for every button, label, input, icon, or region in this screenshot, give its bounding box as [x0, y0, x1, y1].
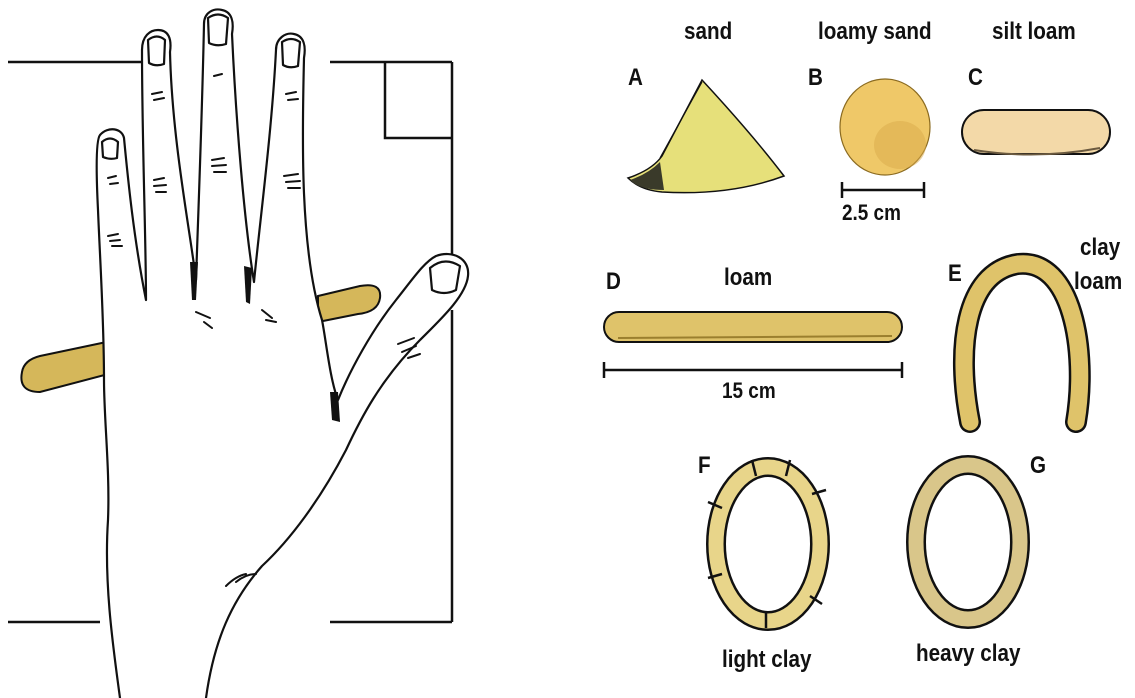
label-heavy-clay: heavy clay [916, 640, 1020, 668]
light-clay-ring [708, 460, 826, 628]
hand [97, 10, 468, 698]
letter-c: C [968, 64, 983, 92]
letter-b: B [808, 64, 823, 92]
label-clay: clay [1080, 234, 1120, 262]
roll-length-bar [604, 362, 902, 378]
letter-d: D [606, 268, 621, 296]
ball-diameter-label: 2.5 cm [842, 200, 901, 226]
sand-cone [628, 80, 784, 193]
label-loamy-sand: loamy sand [818, 18, 932, 46]
ball-diameter-bar [842, 182, 924, 198]
loam-roll [604, 312, 902, 342]
label-loam: loam [724, 264, 772, 292]
letter-g: G [1030, 452, 1046, 480]
label-light-clay: light clay [722, 646, 811, 674]
letter-a: A [628, 64, 643, 92]
label-silt-loam: silt loam [992, 18, 1076, 46]
clay-loam-arch [964, 264, 1080, 422]
letter-e: E [948, 260, 962, 288]
loamy-sand-ball [840, 79, 930, 175]
letter-f: F [698, 452, 711, 480]
silt-loam-cylinder [962, 110, 1110, 155]
label-sand: sand [684, 18, 732, 46]
label-loam-e: loam [1074, 268, 1122, 296]
heavy-clay-ring [916, 465, 1020, 619]
roll-length-label: 15 cm [722, 378, 776, 404]
